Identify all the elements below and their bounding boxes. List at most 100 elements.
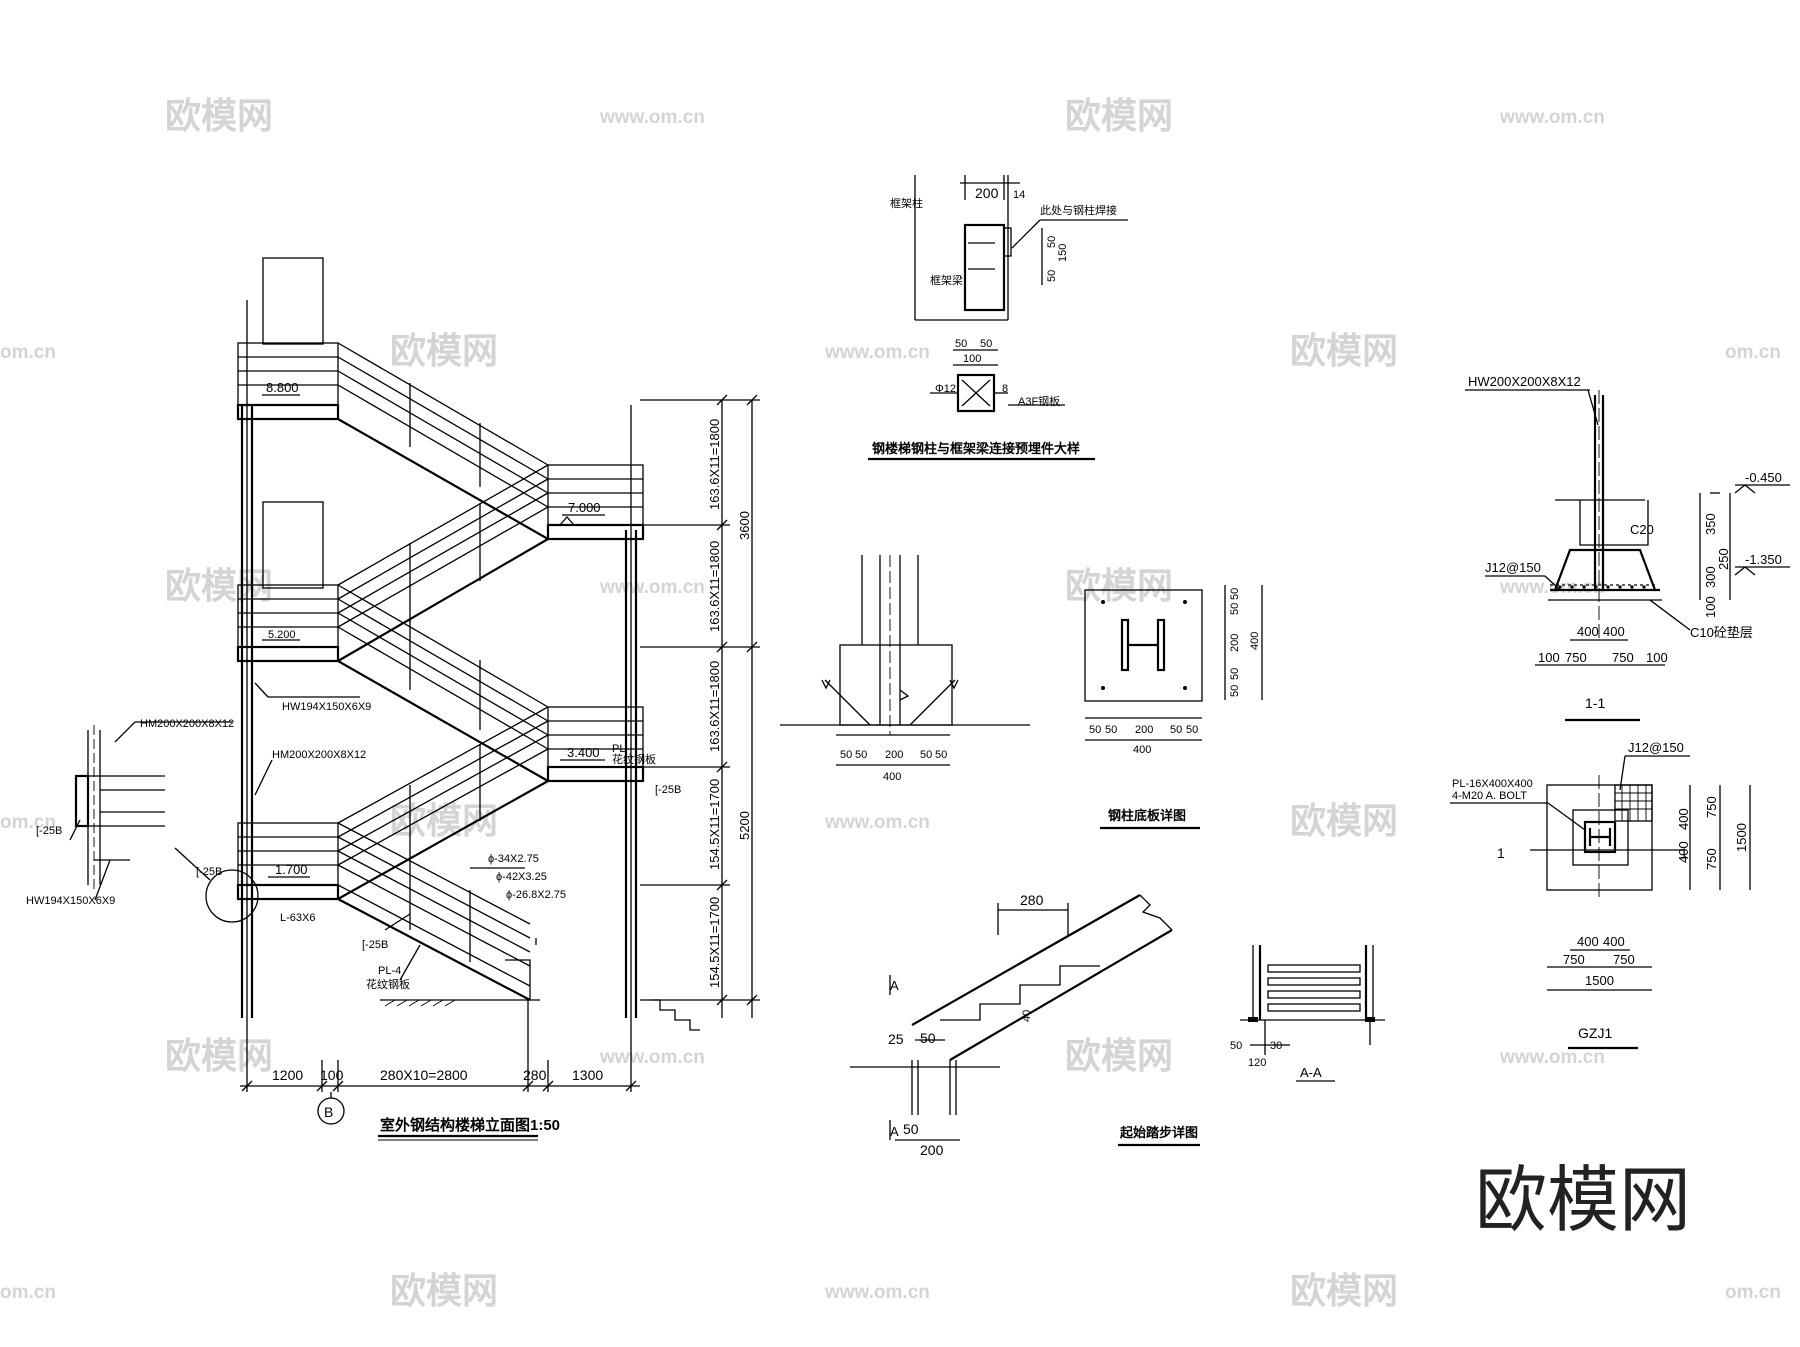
aa-dim: 120 [1248,1057,1266,1069]
plan-dim: 50 [955,338,967,350]
channel-label: [-25B [196,866,222,878]
footing-dim: 400 [1577,624,1599,639]
footing-dim: 400 [1603,624,1625,639]
elev-bottom: -1.350 [1745,552,1782,567]
leader-line [1619,755,1626,791]
stair-height-dim: 163.6X11=1800 [707,419,722,510]
footing-dim: 750 [1565,650,1587,665]
horizontal-dim: 1300 [572,1067,603,1083]
plate-label: PL-16X400X400 [1452,778,1533,790]
floor-height-dim: 5200 [737,811,752,840]
aa-dim: 30 [1270,1040,1282,1052]
leader-line [254,759,273,796]
plan-dim-total: 1500 [1734,823,1749,852]
base-plate-dim: 50 [1186,724,1198,736]
base-dim: 50 [840,749,852,761]
stair-flight [337,342,549,1001]
detail-channel-label: [-25B [36,825,62,837]
watermark-url: om.cn [1725,1282,1781,1303]
level-marker [1734,566,1756,576]
foundation-plan: 1 1 J12@150 PL-16X400X400 4-M20 A. BOLT … [1450,740,1751,1050]
base-plate [1583,820,1617,854]
base-dim: 200 [885,749,903,761]
start-step-detail: 280 25 50 40 A A 50 200 起始踏步详图 [850,892,1200,1158]
watermark-url: www.om.cn [824,342,930,363]
tread [1267,1003,1361,1012]
h-section-flange [1156,618,1166,672]
weld-plate [1003,227,1012,257]
grid-bubble [317,1097,345,1125]
elev-top: -0.450 [1745,470,1782,485]
base-plate-title: 钢柱底板详图 [1108,808,1186,823]
stair-height-dim: 154.5X11=1700 [707,897,722,988]
watermark-url: www.om.cn [599,577,705,598]
bedding-label: C10砼垫层 [1690,625,1753,640]
base-plate-plan: 50 50 200 50 50 400 50 50 200 50 50 400 … [1084,585,1263,830]
watermark-url: www.om.cn [824,812,930,833]
step-dim: 25 [888,1031,904,1047]
landing-guardrail [237,342,644,886]
embed-plate [963,223,1006,312]
footing-dim: 100 [1538,650,1560,665]
channel-label: [-25B [655,784,681,796]
base-plate-dim-total: 400 [1133,744,1151,756]
watermark-text: 欧模网 [1065,1035,1173,1076]
detail-channel [74,774,90,828]
embed-dim: 14 [1013,189,1025,201]
detail-callout-leader [174,847,211,881]
rebar-grid [1614,784,1653,822]
level-label: 7.000 [568,500,601,515]
base-plate-dim: 50 [1229,685,1241,697]
base-plate-dim: 50 [1170,724,1182,736]
rail-label: ϕ-26.8X2.75 [506,889,566,901]
embed-detail-title: 钢楼梯钢柱与框架梁连接预埋件大样 [872,441,1080,456]
footing-top [1553,548,1657,591]
leader-line [384,913,411,931]
pedestal-outline [1572,809,1629,866]
embed-dim: 150 [1057,244,1069,262]
member-label-beam: HM200X200X8X12 [272,749,366,761]
section-mark: 1 [1497,845,1505,861]
detail-callout-circle [205,869,259,923]
watermark-url: www.om.cn [824,1282,930,1303]
plan-dim: 50 [980,338,992,350]
member-label-column: HW194X150X6X9 [282,701,371,713]
base-plate-dim: 200 [1229,634,1241,652]
horizontal-dim: 1200 [272,1067,303,1083]
section-title: 1-1 [1585,695,1605,711]
embed-dim: 200 [975,185,999,201]
base-plate-dim: 50 [1089,724,1101,736]
base-plate [1365,1017,1375,1022]
step-dim: 200 [920,1142,944,1158]
base-plate [1248,1017,1258,1022]
weld-size: 8 [1002,383,1008,395]
footing-dim: 350 [1703,513,1718,535]
weld-mark [899,689,910,701]
plate-cross [961,379,991,407]
foundation-section: HW200X200X8X12 C20 J12@150 C10砼垫层 -0.450… [1465,374,1790,722]
ground-line [380,999,700,1031]
footing-dim: 750 [1612,650,1634,665]
leader-line [94,859,111,901]
plan-dim: 100 [963,353,981,365]
brand-logo: 欧模网 [1475,1161,1691,1241]
watermark-url: www.om.cn [1499,107,1605,128]
frame-column-label: 框架柱 [890,196,923,210]
bolt-hole [1101,686,1105,690]
rail-label: ϕ-42X3.25 [496,871,547,883]
base-plate-dim: 200 [1135,724,1153,736]
footing-outline [1546,784,1653,891]
leader-line [399,944,421,981]
footing-dim: 100 [1646,650,1668,665]
watermark-url: om.cn [0,812,56,833]
weld-mark [821,679,831,690]
watermark-text: 欧模网 [1065,95,1173,136]
base-plate-dim: 50 [1229,668,1241,680]
stringer-top [911,894,1141,1026]
bar-label: Φ12 [935,383,956,395]
plan-dim: 750 [1704,848,1719,870]
level-marker [559,516,575,526]
plate-note: 花纹钢板 [366,977,410,991]
watermark-url: om.cn [0,342,56,363]
rebar-label: J12@150 [1485,560,1541,575]
